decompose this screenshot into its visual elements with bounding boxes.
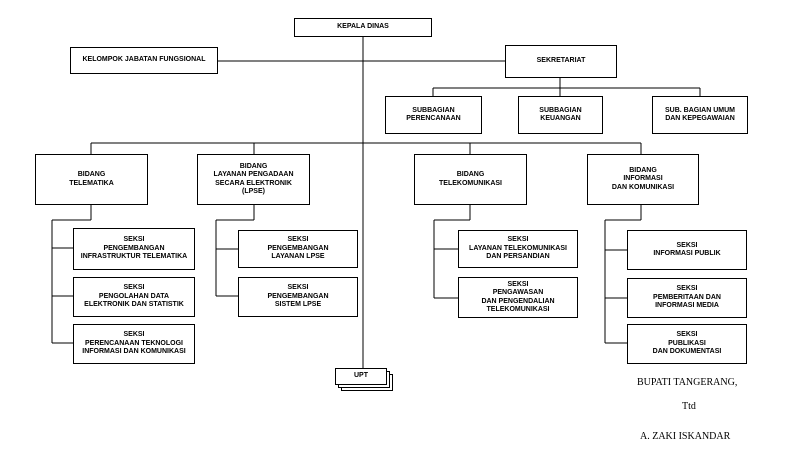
box-kepala-dinas: KEPALA DINAS xyxy=(294,18,432,37)
box-text-line: TELEKOMUNIKASI xyxy=(439,179,502,187)
box-text-line: BIDANG xyxy=(456,171,485,179)
box-text-line: INFORMASI MEDIA xyxy=(655,302,719,310)
box-text-line: UPT xyxy=(354,372,368,380)
box-text-line: TELEMATIKA xyxy=(69,179,114,187)
box-text-line: TELEKOMUNIKASI xyxy=(486,305,550,313)
box-text-line: PENGEMBANGAN xyxy=(267,244,329,252)
box-text-line: SEKSI xyxy=(123,236,145,244)
box-text-line: SUBBAGIAN xyxy=(412,106,455,114)
box-text-line: BIDANG xyxy=(239,162,268,170)
box-text-line: LAYANAN LPSE xyxy=(271,253,325,261)
box-text-line: KELOMPOK JABATAN FUNGSIONAL xyxy=(82,56,206,64)
signature-ttd: Ttd xyxy=(682,401,696,412)
box-text-line: DAN DOKUMENTASI xyxy=(652,348,722,356)
box-text-line: SEKSI xyxy=(676,241,698,249)
box-text-line: SEKSI xyxy=(123,331,145,339)
box-text-line: PENGAWASAN xyxy=(492,289,544,297)
box-text-line: BIDANG xyxy=(77,171,106,179)
box-text-line: (LPSE) xyxy=(242,187,265,195)
box-text-line: DAN PERSANDIAN xyxy=(486,253,550,261)
box-text-line: SEKSI xyxy=(123,284,145,292)
box-sekretariat: SEKRETARIAT xyxy=(505,45,617,78)
box-text-line: SEKRETARIAT xyxy=(536,57,586,65)
signature-name: A. ZAKI ISKANDAR xyxy=(640,431,731,442)
box-text-line: BIDANG xyxy=(629,166,657,174)
box-text-line: PENGEMBANGAN xyxy=(103,244,165,252)
box-text-line: PERENCANAAN TEKNOLOGI xyxy=(84,339,183,347)
box-text-line: LAYANAN PENGADAAN xyxy=(213,171,294,179)
box-text-line: INFORMASI DAN KOMUNIKASI xyxy=(82,348,186,356)
box-text-line: SEKSI xyxy=(287,236,309,244)
box-text-line: PUBLIKASI xyxy=(668,339,706,347)
box-kelompok-jabatan-fungsional: KELOMPOK JABATAN FUNGSIONAL xyxy=(70,47,218,74)
box-text-line: PENGEMBANGAN xyxy=(267,292,329,300)
box-text-line: PERENCANAAN xyxy=(406,115,461,122)
box-text-line: INFORMASI xyxy=(623,175,663,183)
box-text-line: SECARA ELEKTRONIK xyxy=(215,179,292,187)
box-text-line: SEKSI xyxy=(507,236,529,244)
box-text-line: DAN PENGENDALIAN xyxy=(481,297,555,305)
signature-title: BUPATI TANGERANG, xyxy=(637,377,738,388)
box-text-line: KEUANGAN xyxy=(540,115,581,122)
box-text-line: ELEKTRONIK DAN STATISTIK xyxy=(84,301,184,309)
box-upt: UPT xyxy=(335,368,387,385)
box-text-line: SEKSI xyxy=(676,285,698,293)
box-text-line: INFORMASI PUBLIK xyxy=(653,250,721,257)
box-text-line: SEKSI xyxy=(287,284,309,292)
box-text-line: LAYANAN TELEKOMUNIKASI xyxy=(469,244,567,252)
box-text-line: SUB. BAGIAN UMUM xyxy=(665,106,735,114)
box-text-line: INFRASTRUKTUR TELEMATIKA xyxy=(80,253,188,261)
box-text-line: SEKSI xyxy=(676,331,698,339)
box-text-line: DAN KOMUNIKASI xyxy=(611,183,675,191)
box-text-line: DAN KEPEGAWAIAN xyxy=(665,115,735,122)
box-text-line: SUBBAGIAN xyxy=(539,106,582,114)
box-text-line: SISTEM LPSE xyxy=(274,301,322,309)
box-text-line: KEPALA DINAS xyxy=(337,23,389,31)
box-text-line: PEMBERITAAN DAN xyxy=(653,293,721,301)
box-text-line: PENGOLAHAN DATA xyxy=(98,292,170,300)
box-text-line: SEKSI xyxy=(507,280,529,288)
